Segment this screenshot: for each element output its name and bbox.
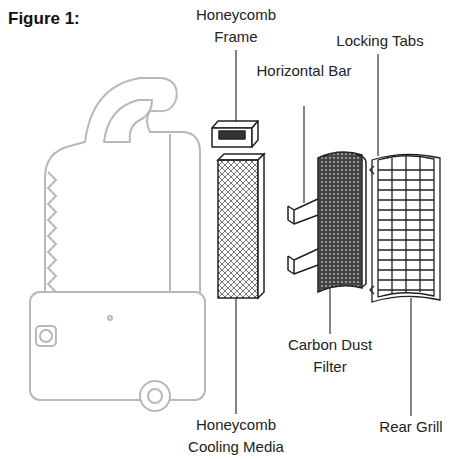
media-top <box>218 154 264 160</box>
carbon-filter-part <box>318 152 366 292</box>
leader-line <box>235 298 236 414</box>
leader-line <box>303 106 304 203</box>
water-tank <box>30 292 205 400</box>
cooler-tower <box>45 78 200 300</box>
filter-mesh <box>318 152 362 292</box>
part-label: Rear Grill <box>364 416 458 438</box>
grill-outline <box>372 154 440 302</box>
locking-tabs <box>370 166 374 294</box>
part-label: Honeycomb Cooling Media <box>176 414 296 458</box>
handle-opening <box>104 100 152 142</box>
cooling-media-part <box>218 154 264 298</box>
frame-front <box>212 128 252 147</box>
media-side <box>258 154 264 298</box>
frame-side <box>252 121 258 147</box>
leader-line <box>377 54 378 156</box>
side-vents <box>48 172 56 292</box>
grill-inner <box>378 156 434 297</box>
leader-line <box>329 288 330 334</box>
tank-cap <box>36 326 56 346</box>
leader-lines <box>236 50 411 416</box>
frame-slot <box>219 131 245 139</box>
figure-title: Figure 1: <box>8 9 80 29</box>
frame-top <box>212 121 258 128</box>
tank-screw <box>108 316 112 320</box>
leader-line <box>235 50 236 122</box>
part-label: Locking Tabs <box>315 30 445 52</box>
wheel-hub <box>148 389 162 403</box>
leader-line <box>410 298 411 416</box>
media-front <box>218 160 258 298</box>
wheel <box>140 381 170 411</box>
part-label: Carbon Dust Filter <box>278 334 382 378</box>
part-label: Honeycomb Frame <box>186 4 286 48</box>
honeycomb-frame-part <box>212 121 258 147</box>
rear-panel-edge <box>169 134 171 298</box>
tank-cap-knob <box>40 330 52 342</box>
filter-edge <box>356 154 366 288</box>
part-label: Horizontal Bar <box>254 60 354 82</box>
grill-ribs <box>392 156 420 294</box>
rear-grill-part <box>370 154 440 302</box>
cooler-body <box>30 78 205 411</box>
